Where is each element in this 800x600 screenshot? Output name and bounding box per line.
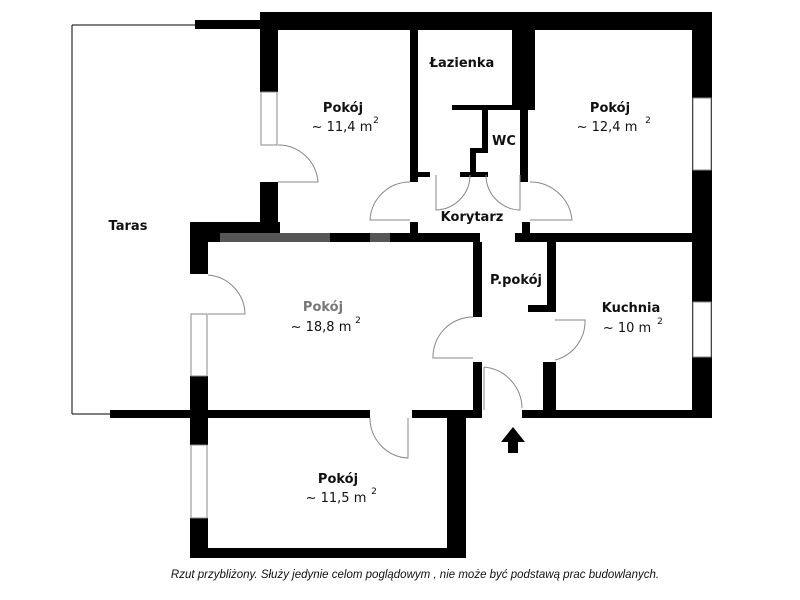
room-label-lazienka: Łazienka xyxy=(429,56,495,71)
room-label-pokoj-1: Pokój xyxy=(323,101,363,116)
room-label-pokoj-3: Pokój xyxy=(303,300,343,315)
doors xyxy=(207,144,586,459)
room-label-taras: Taras xyxy=(109,219,148,234)
area-unit-exponent: 2 xyxy=(371,487,377,497)
room-area-pokoj-2: ~ 12,4 m xyxy=(577,120,638,135)
terrace-outline xyxy=(71,20,265,415)
windows xyxy=(190,91,712,519)
room-label-kuchnia: Kuchnia xyxy=(602,301,661,316)
room-label-korytarz: Korytarz xyxy=(441,210,504,225)
room-label-pokoj-2: Pokój xyxy=(590,101,630,116)
room-area-pokoj-1: ~ 11,4 m xyxy=(312,120,373,135)
room-label-pokoj-4: Pokój xyxy=(318,472,358,487)
arrow-up-icon xyxy=(501,427,525,453)
area-unit-exponent: 2 xyxy=(657,317,663,327)
area-unit-exponent: 2 xyxy=(645,116,651,126)
area-unit-exponent: 2 xyxy=(355,316,361,326)
room-area-pokoj-3: ~ 18,8 m xyxy=(291,320,352,335)
area-unit-exponent: 2 xyxy=(373,116,379,126)
disclaimer-text: Rzut przybliżony. Służy jedynie celom po… xyxy=(170,569,660,581)
room-area-pokoj-4: ~ 11,5 m xyxy=(306,491,367,506)
room-label-wc: WC xyxy=(492,134,516,149)
room-area-kuchnia: ~ 10 m xyxy=(603,321,651,336)
room-label-p-pokoj: P.pokój xyxy=(490,273,542,288)
